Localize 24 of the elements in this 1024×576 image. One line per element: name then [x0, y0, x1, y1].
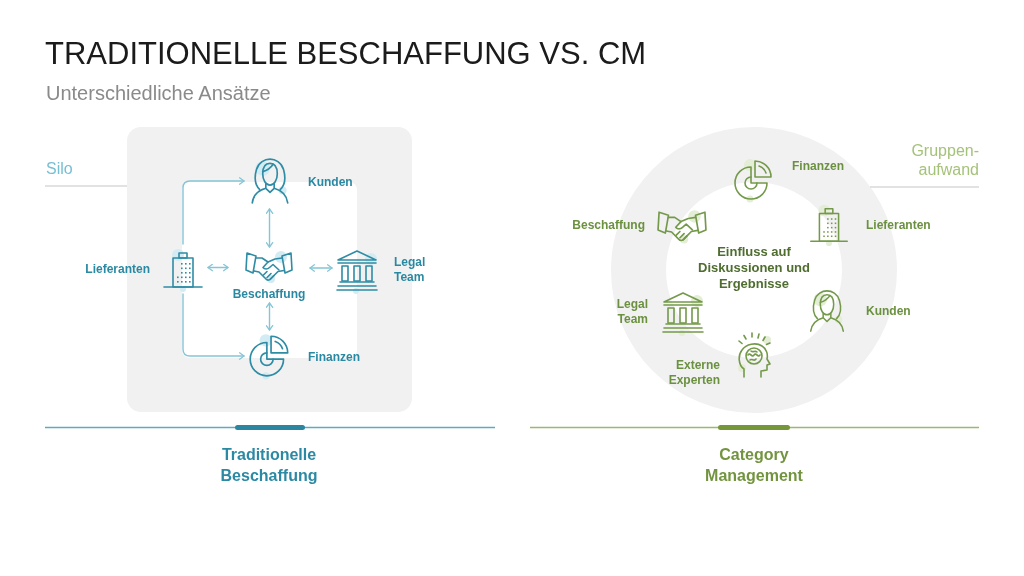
- double-arrow: [207, 263, 229, 272]
- title: TRADITIONELLE BESCHAFFUNG VS. CM: [45, 35, 647, 73]
- section-caption: Category Management: [704, 445, 804, 486]
- center-text: Einfluss auf Diskussionen und Ergebnisse: [697, 244, 811, 292]
- double-arrow: [309, 264, 333, 272]
- node-label: Finanzen: [308, 350, 361, 365]
- arrow: [182, 177, 245, 245]
- arrow: [182, 293, 245, 360]
- double-arrow: [265, 302, 274, 331]
- node-label: Legal Team: [615, 297, 648, 327]
- node-label: Kunden: [308, 175, 354, 190]
- subtitle: Unterschiedliche Ansätze: [46, 81, 272, 105]
- section-label: Silo: [46, 159, 74, 178]
- double-arrow: [265, 208, 274, 248]
- section-caption: Traditionelle Beschaffung: [219, 445, 319, 486]
- node-label: Legal Team: [394, 255, 427, 285]
- node-label: Finanzen: [792, 159, 845, 174]
- node-label: Externe Experten: [667, 358, 720, 388]
- node-label: Beschaffung: [571, 218, 645, 233]
- section-label: Gruppen- aufwand: [910, 141, 979, 179]
- node-label: Lieferanten: [866, 218, 932, 233]
- node-label: Kunden: [866, 304, 912, 319]
- node-label: Beschaffung: [231, 287, 307, 302]
- node-label: Lieferanten: [84, 262, 150, 277]
